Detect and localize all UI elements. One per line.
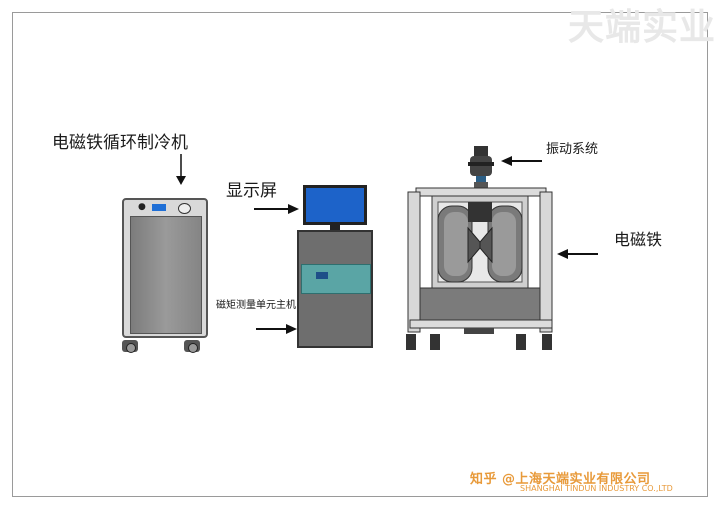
measurement-host-cabinet bbox=[297, 230, 373, 348]
arrow-to-vibration-system bbox=[501, 156, 542, 166]
label-vibration-system: 振动系统 bbox=[546, 142, 599, 157]
chiller-wheel-left bbox=[122, 340, 138, 353]
label-chiller: 电磁铁循环制冷机 bbox=[52, 133, 188, 153]
magnet-left-post bbox=[407, 191, 421, 333]
host-control-panel bbox=[301, 264, 371, 294]
magnet-foot-2 bbox=[430, 334, 440, 350]
magnet-top-beam bbox=[415, 187, 547, 197]
chiller-display-screen bbox=[152, 204, 166, 211]
magnet-base bbox=[419, 287, 541, 321]
water-drop-icon: ● bbox=[138, 202, 146, 212]
figure-frame bbox=[12, 12, 708, 497]
host-panel-screen bbox=[316, 272, 328, 279]
vibration-head bbox=[468, 146, 494, 190]
label-measurement-host: 磁矩测量单元主机 bbox=[216, 300, 296, 311]
arrow-to-host bbox=[256, 324, 297, 334]
label-electromagnet: 电磁铁 bbox=[614, 230, 663, 249]
display-monitor bbox=[303, 185, 367, 225]
arrow-to-chiller bbox=[176, 154, 186, 185]
monitor-stand-neck bbox=[330, 225, 340, 231]
arrow-to-electromagnet bbox=[557, 249, 598, 259]
bottom-watermark: 知乎 @上海天端实业有限公司 bbox=[470, 472, 651, 487]
label-display: 显示屏 bbox=[226, 181, 277, 201]
magnet-foot-1 bbox=[406, 334, 416, 350]
chiller-front-panel bbox=[130, 216, 202, 334]
bottom-watermark-sub: SHANGHAI TINDUN INDUSTRY CO.,LTD bbox=[520, 484, 673, 493]
chiller-wheel-right bbox=[184, 340, 200, 353]
electromagnet-assembly bbox=[406, 146, 553, 350]
chiller-knob-icon bbox=[178, 203, 191, 214]
arrow-to-display bbox=[254, 204, 299, 214]
pole-piece-right bbox=[479, 226, 493, 264]
magnet-foot-3 bbox=[516, 334, 526, 350]
magnet-foot-4 bbox=[542, 334, 552, 350]
brand-watermark: 天端实业 bbox=[567, 7, 716, 48]
magnet-right-post bbox=[539, 191, 553, 333]
chiller-unit: ● bbox=[122, 198, 208, 338]
